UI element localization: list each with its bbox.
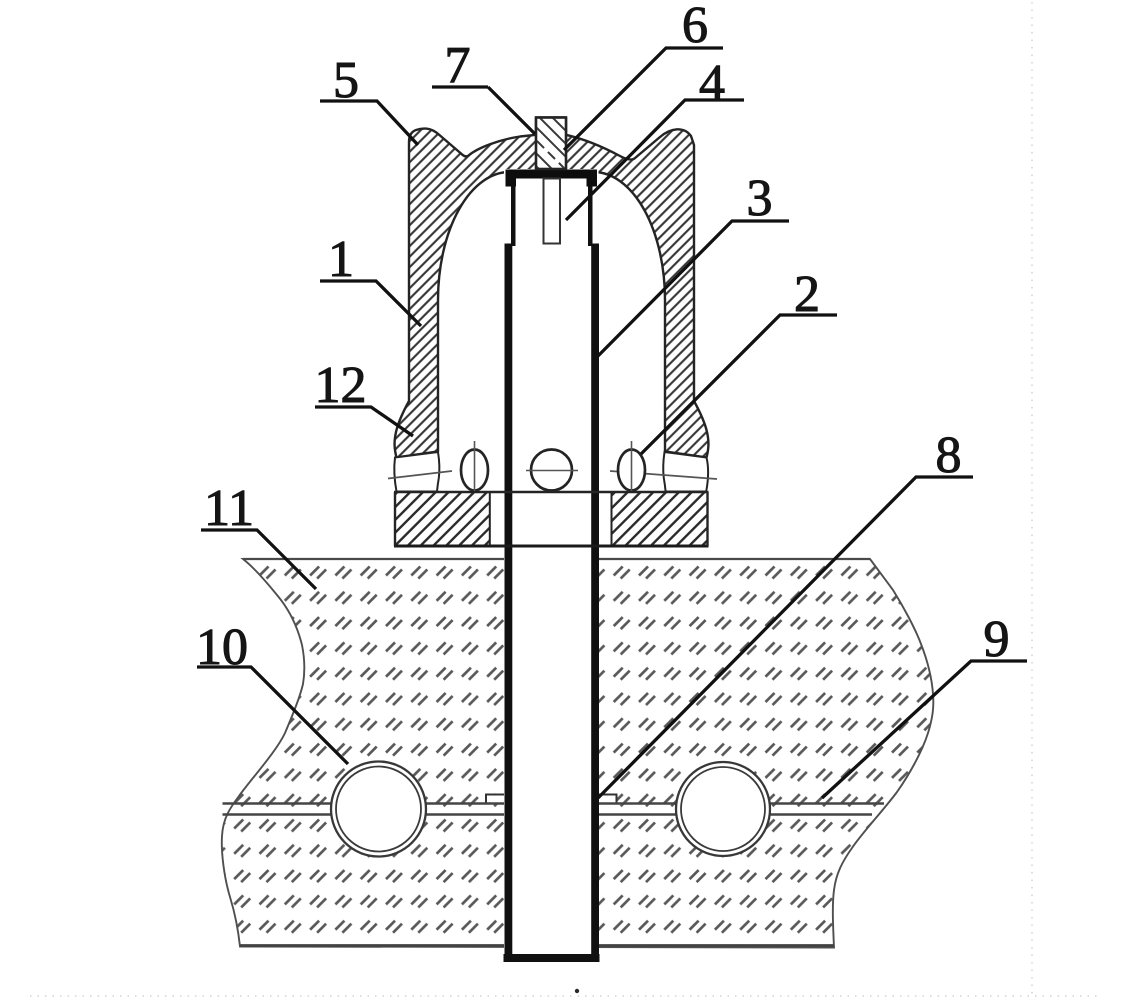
svg-text:5: 5 bbox=[333, 52, 359, 109]
svg-text:4: 4 bbox=[699, 55, 725, 112]
svg-text:7: 7 bbox=[445, 37, 471, 94]
svg-text:2: 2 bbox=[794, 266, 820, 323]
svg-text:12: 12 bbox=[315, 357, 367, 414]
svg-text:1: 1 bbox=[328, 231, 354, 288]
svg-text:10: 10 bbox=[196, 619, 248, 676]
svg-text:6: 6 bbox=[682, 0, 708, 54]
svg-text:11: 11 bbox=[204, 480, 254, 537]
svg-text:9: 9 bbox=[984, 611, 1010, 668]
svg-text:3: 3 bbox=[747, 170, 773, 227]
svg-text:8: 8 bbox=[936, 427, 962, 484]
